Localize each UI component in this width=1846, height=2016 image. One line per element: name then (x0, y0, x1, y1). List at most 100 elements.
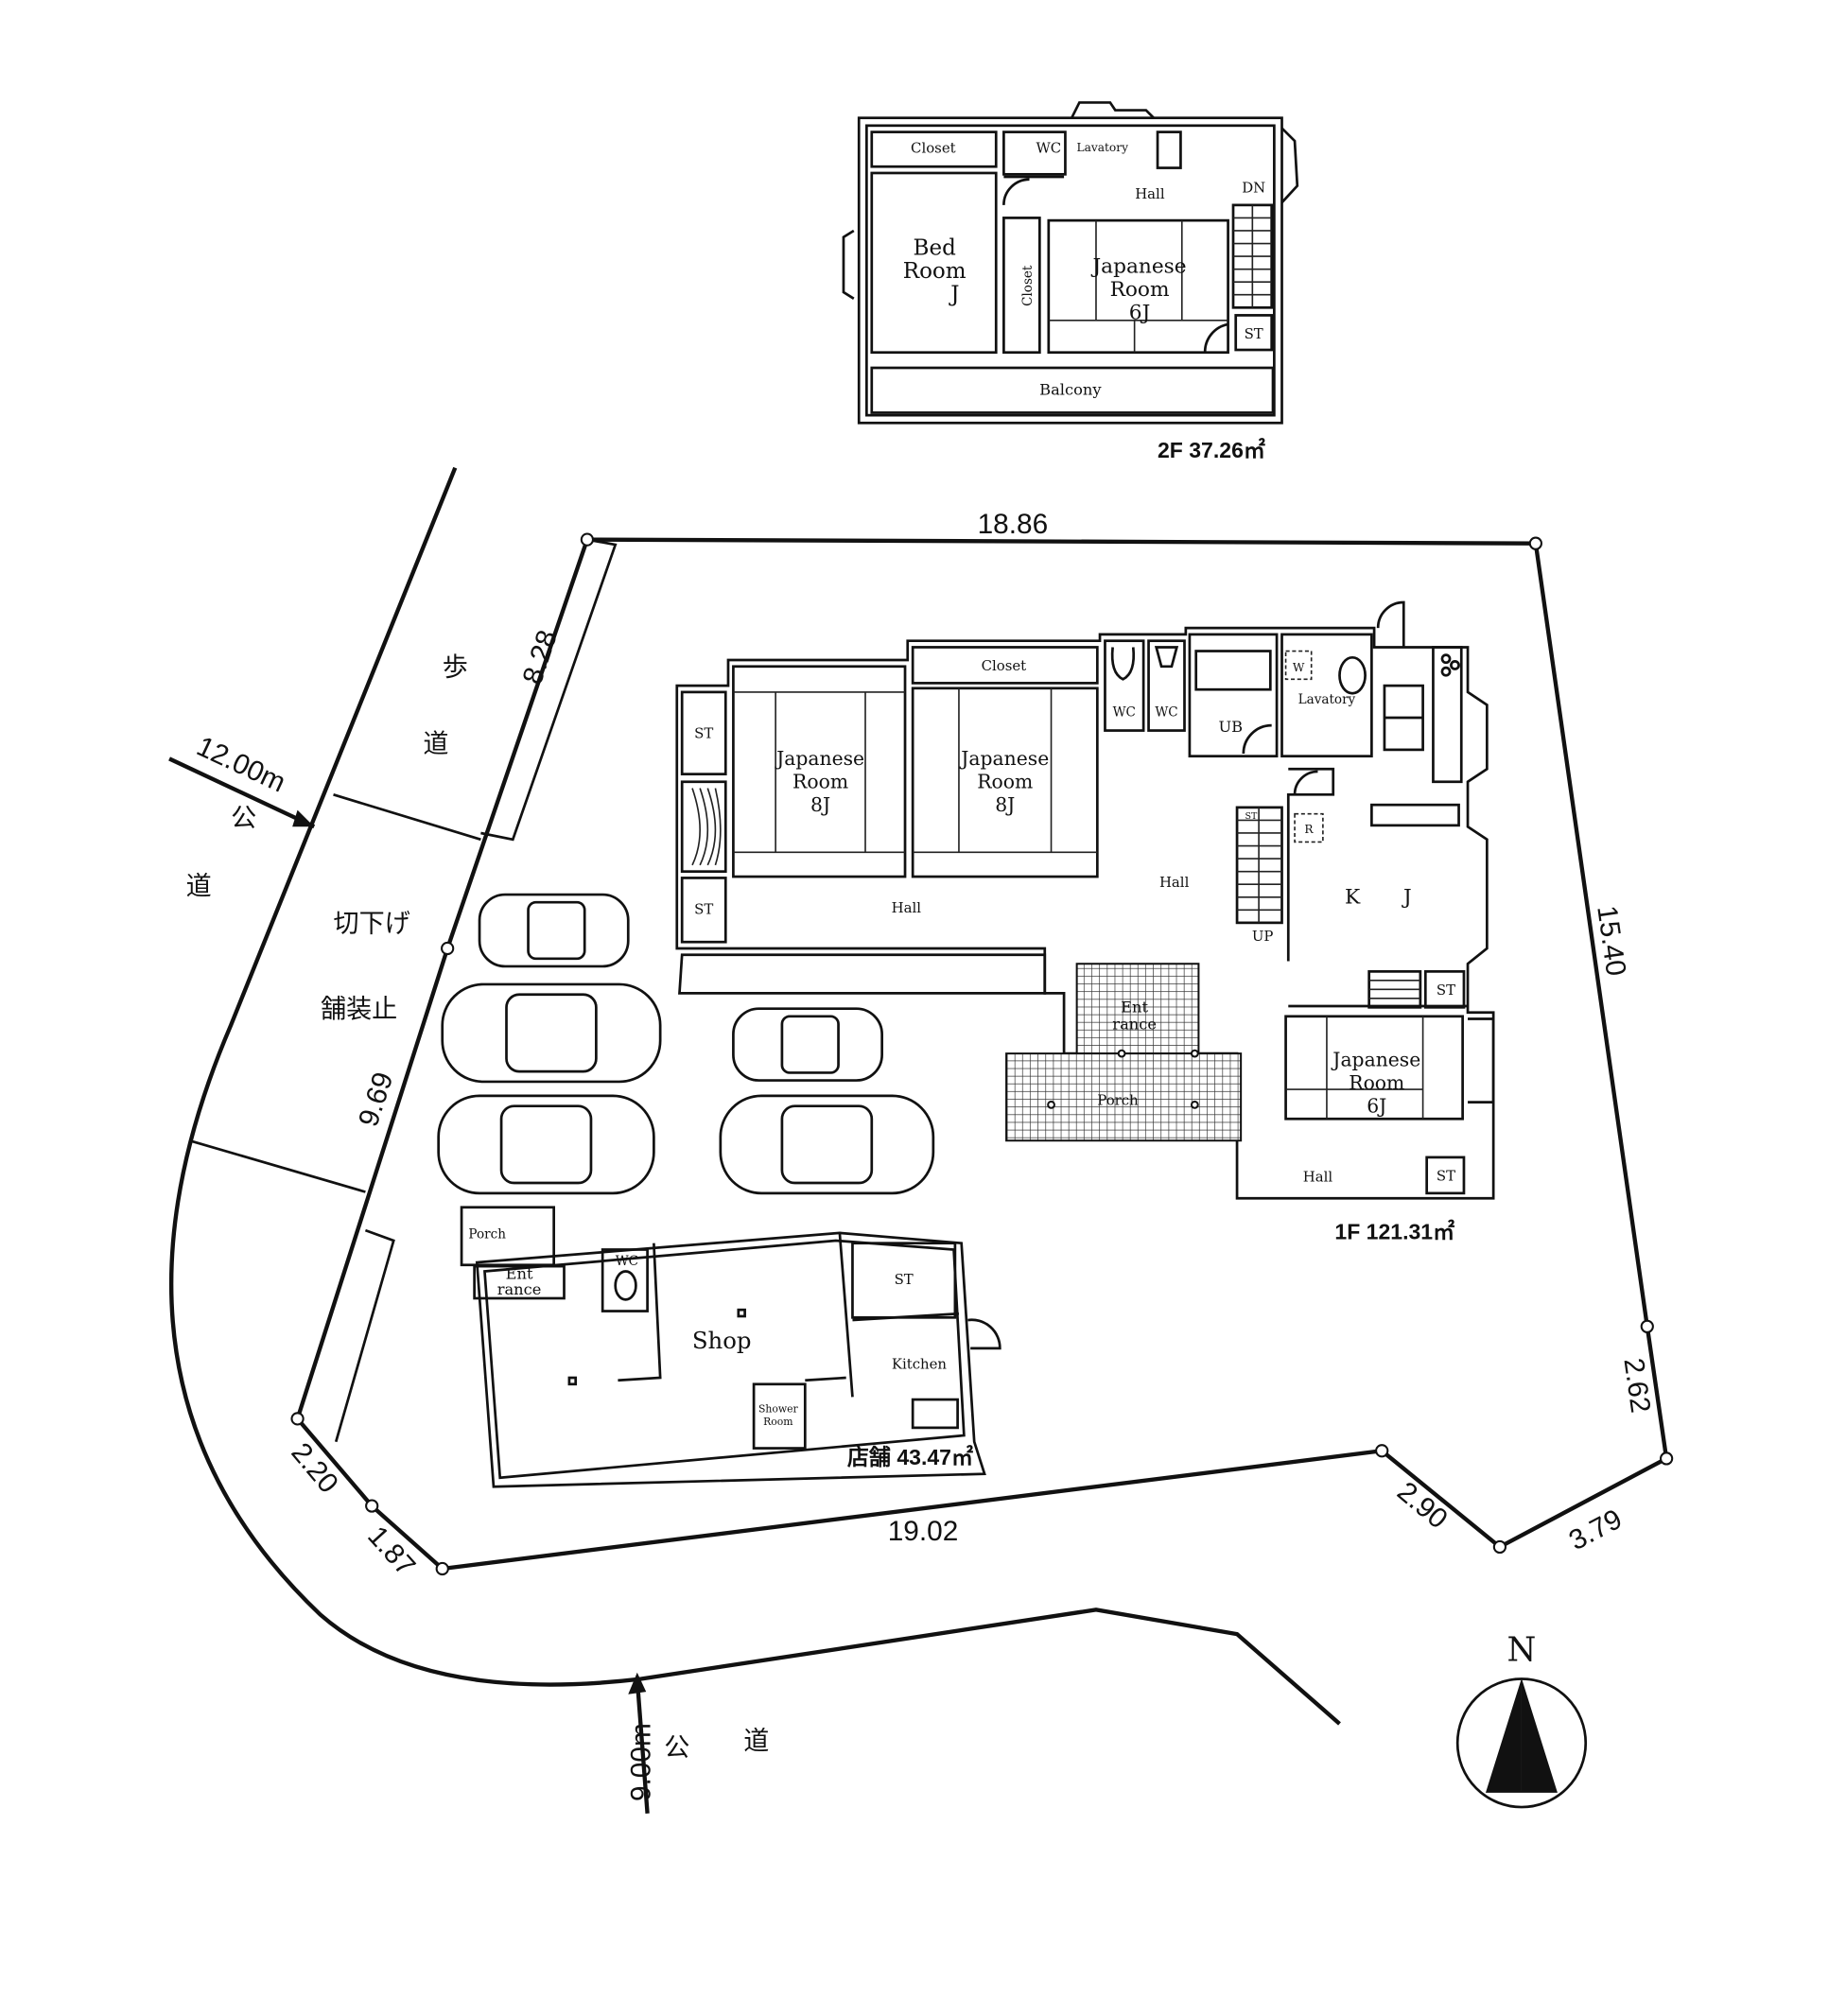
kitchen-counter (1432, 646, 1463, 784)
car-icon (441, 982, 662, 1084)
paving-end-label: 舗装止 (321, 995, 397, 1024)
label: ST (1437, 982, 1455, 999)
label: Hall (1159, 874, 1190, 891)
label: Hall (1135, 185, 1165, 202)
closet-2f (870, 130, 998, 168)
label: Japanese (775, 747, 864, 770)
sidewalk-edge (480, 538, 618, 842)
label: Shower (758, 1403, 799, 1416)
label: Ent (1121, 999, 1148, 1017)
dim-se1: 3.79 (1564, 1503, 1628, 1556)
label: rance (497, 1280, 542, 1298)
label: 6J (1129, 301, 1150, 324)
label: K (1345, 886, 1361, 910)
label: Balcony (1039, 380, 1102, 398)
car-icon (478, 893, 630, 968)
label: Room (903, 259, 967, 284)
label: Porch (468, 1226, 506, 1242)
label: ST (1245, 811, 1258, 822)
unit-bath (1188, 633, 1279, 758)
shop-entrance (473, 1264, 566, 1300)
label: WC (1036, 139, 1061, 156)
label: Closet (1020, 265, 1036, 306)
label: WC (616, 1254, 638, 1269)
closet-2f-side (1002, 217, 1041, 355)
bedroom (870, 171, 998, 355)
label: Room (1349, 1071, 1404, 1094)
japanese-room-6j (1284, 1015, 1464, 1121)
label: ST (694, 900, 713, 917)
label: DN (1242, 179, 1265, 196)
label: Room (1110, 278, 1170, 302)
label: J (1402, 886, 1412, 910)
label: Hall (1303, 1169, 1333, 1186)
label: Kitchen (892, 1356, 948, 1373)
label: Room (977, 771, 1033, 793)
parking (437, 893, 935, 1195)
road-south-width: 9.00m (625, 1723, 656, 1801)
dim-se2: 2.90 (1391, 1476, 1454, 1536)
dim-nw: 8.28 (517, 626, 564, 687)
north-arrow-icon: N (1455, 1631, 1588, 1809)
label: Bed (914, 236, 957, 261)
car-icon (437, 1094, 655, 1195)
sidewalk-label: 歩 (443, 652, 468, 682)
label: ST (694, 725, 713, 742)
site-boundary: 18.86 15.40 2.62 3.79 2.90 19.02 1.87 2.… (285, 509, 1674, 1582)
shop-wc (601, 1248, 649, 1312)
label: Shop (692, 1327, 752, 1354)
entrance-1f (1075, 963, 1200, 1055)
label: Japanese (1331, 1049, 1420, 1071)
shower-room (752, 1382, 807, 1450)
label: Closet (982, 657, 1027, 674)
road-label: 道 (186, 872, 212, 901)
japanese-room-8j-2 (911, 686, 1099, 878)
closet-1f (911, 646, 1099, 685)
shop-plan: Porch Ent rance WC Shop ST Kitchen Showe… (460, 1206, 1001, 1488)
road-label: 道 (743, 1727, 769, 1756)
floor-1-plan: ST ST Japanese Room 8J Japanese Room 8J … (675, 600, 1495, 1244)
label: ST (1245, 325, 1263, 342)
label: WC (1155, 705, 1177, 721)
wc-2 (1147, 639, 1186, 732)
car-icon (732, 1007, 883, 1082)
dim-south: 19.02 (888, 1516, 959, 1547)
dim-sw1: 1.87 (361, 1521, 421, 1582)
dim-north: 18.86 (978, 509, 1049, 540)
wc-2f (1002, 130, 1067, 176)
japanese-room-8j-1 (732, 665, 907, 878)
floor-2-area: 2F 37.26㎡ (1158, 438, 1265, 462)
label: UP (1252, 928, 1274, 945)
lavatory-1f (1280, 633, 1373, 758)
label: Hall (892, 899, 922, 916)
sidewalk-label: 道 (423, 730, 448, 759)
label: Japanese (959, 747, 1049, 770)
label: 6J (1367, 1094, 1386, 1117)
label: W (1293, 661, 1305, 674)
label: 8J (995, 793, 1015, 816)
curb-cut-label: 切下げ (334, 909, 410, 938)
storage-2f (1234, 314, 1274, 352)
label: ST (895, 1271, 914, 1288)
label: Lavatory (1298, 692, 1356, 707)
japanese-room-2f (1047, 218, 1229, 355)
label: Japanese (1090, 255, 1186, 279)
label: ST (1437, 1167, 1455, 1184)
label: WC (1113, 705, 1136, 721)
label: rance (1112, 1015, 1157, 1033)
dim-east-short: 2.62 (1617, 1356, 1656, 1415)
storage-d (1425, 1156, 1466, 1195)
balcony (870, 366, 1275, 414)
storage-c (1423, 970, 1466, 1009)
road-label: 公 (664, 1733, 689, 1763)
closet-hangers (680, 780, 727, 874)
dim-sw2: 2.20 (285, 1437, 344, 1500)
label: Ent (506, 1265, 533, 1283)
road-label: 公 (231, 804, 256, 833)
compass-label: N (1507, 1631, 1537, 1670)
label: Porch (1097, 1091, 1139, 1108)
label: J (949, 283, 959, 307)
label: R (1304, 823, 1314, 836)
label: Room (792, 771, 848, 793)
